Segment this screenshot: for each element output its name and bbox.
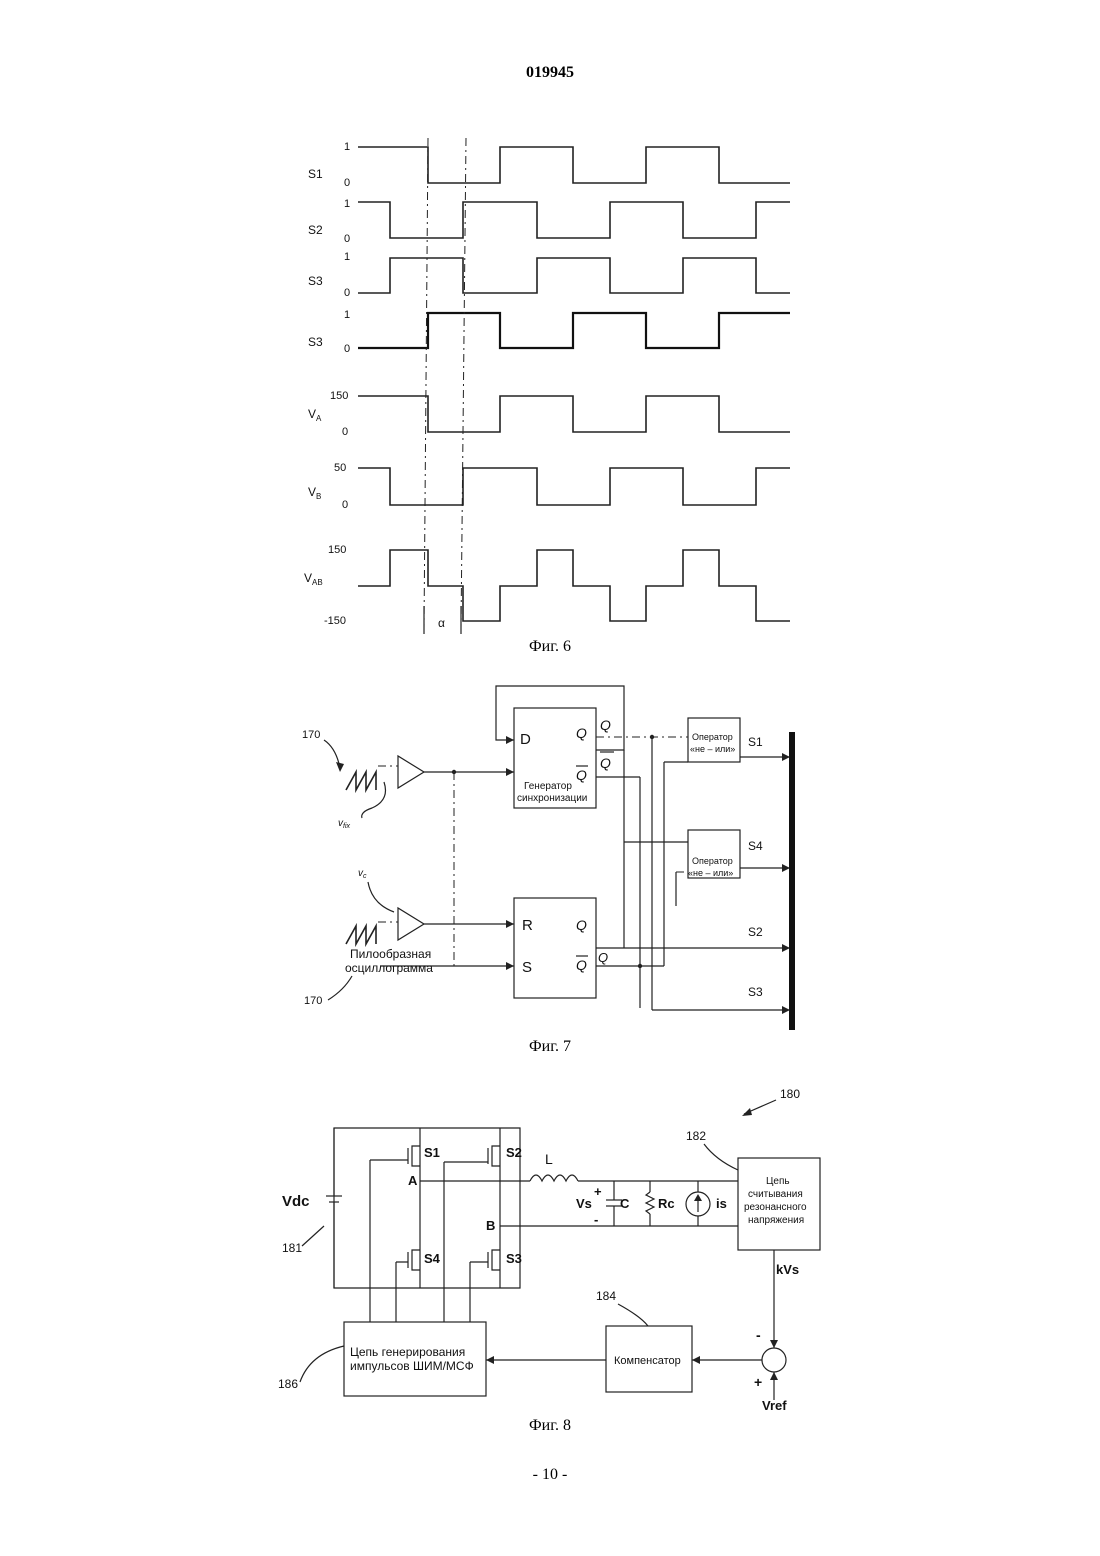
ref-181-leader [302, 1226, 324, 1246]
arrow-vref [770, 1372, 778, 1380]
s1-label: S1 [424, 1145, 440, 1160]
vs-plus: + [594, 1184, 602, 1199]
s3-label: S3 [506, 1251, 522, 1266]
figure-8-power-circuit: 180 Vdc 181 S1 S4 S2 S3 A L B C Vs + - R… [0, 0, 1100, 1420]
resistor-rc [646, 1192, 654, 1214]
compensator-text: Компенсатор [614, 1355, 681, 1367]
inductor-l [530, 1175, 578, 1181]
switch-s4 [396, 1250, 420, 1270]
inductor-label: L [545, 1151, 553, 1167]
ref-186-leader [300, 1346, 344, 1382]
ref-181: 181 [282, 1241, 302, 1255]
vdc-label: Vdc [282, 1193, 310, 1210]
ref-184: 184 [596, 1289, 616, 1303]
cap-label: C [620, 1196, 630, 1211]
sense-text-3: резонансного [744, 1202, 807, 1213]
pwm-text-2: импульсов ШИМ/МСФ [350, 1359, 474, 1373]
switch-s1 [370, 1146, 420, 1166]
vref-label: Vref [762, 1398, 787, 1413]
ref-182: 182 [686, 1129, 706, 1143]
s4-label: S4 [424, 1251, 441, 1266]
pwm-text-1: Цепь генерирования [350, 1345, 465, 1359]
node-b-label: B [486, 1218, 495, 1233]
figure-8-caption: Фиг. 8 [0, 1417, 1100, 1435]
ref-186: 186 [278, 1377, 298, 1391]
arrow-to-pwm [486, 1356, 494, 1364]
arrow-kvs [770, 1340, 778, 1348]
vs-label: Vs [576, 1196, 592, 1211]
summing-junction [762, 1348, 786, 1372]
sense-text-1: Цепь [766, 1176, 790, 1187]
sense-text-2: считывания [748, 1189, 803, 1200]
rc-label: Rc [658, 1196, 675, 1211]
ref-180-arrow-head [742, 1108, 752, 1116]
sense-text-4: напряжения [748, 1215, 804, 1226]
switch-s3 [470, 1250, 500, 1270]
is-label: is [716, 1196, 727, 1211]
node-a-label: A [408, 1173, 418, 1188]
sum-minus: - [756, 1327, 761, 1343]
sum-plus: + [754, 1374, 762, 1390]
page-number: - 10 - [0, 1466, 1100, 1484]
vs-minus: - [594, 1212, 598, 1227]
ref-182-leader [704, 1144, 738, 1170]
ref-180: 180 [780, 1087, 800, 1101]
arrow-to-comp [692, 1356, 700, 1364]
kvs-label: kVs [776, 1262, 799, 1277]
s2-label: S2 [506, 1145, 522, 1160]
ref-184-leader [618, 1304, 648, 1326]
switch-s2 [444, 1146, 500, 1166]
